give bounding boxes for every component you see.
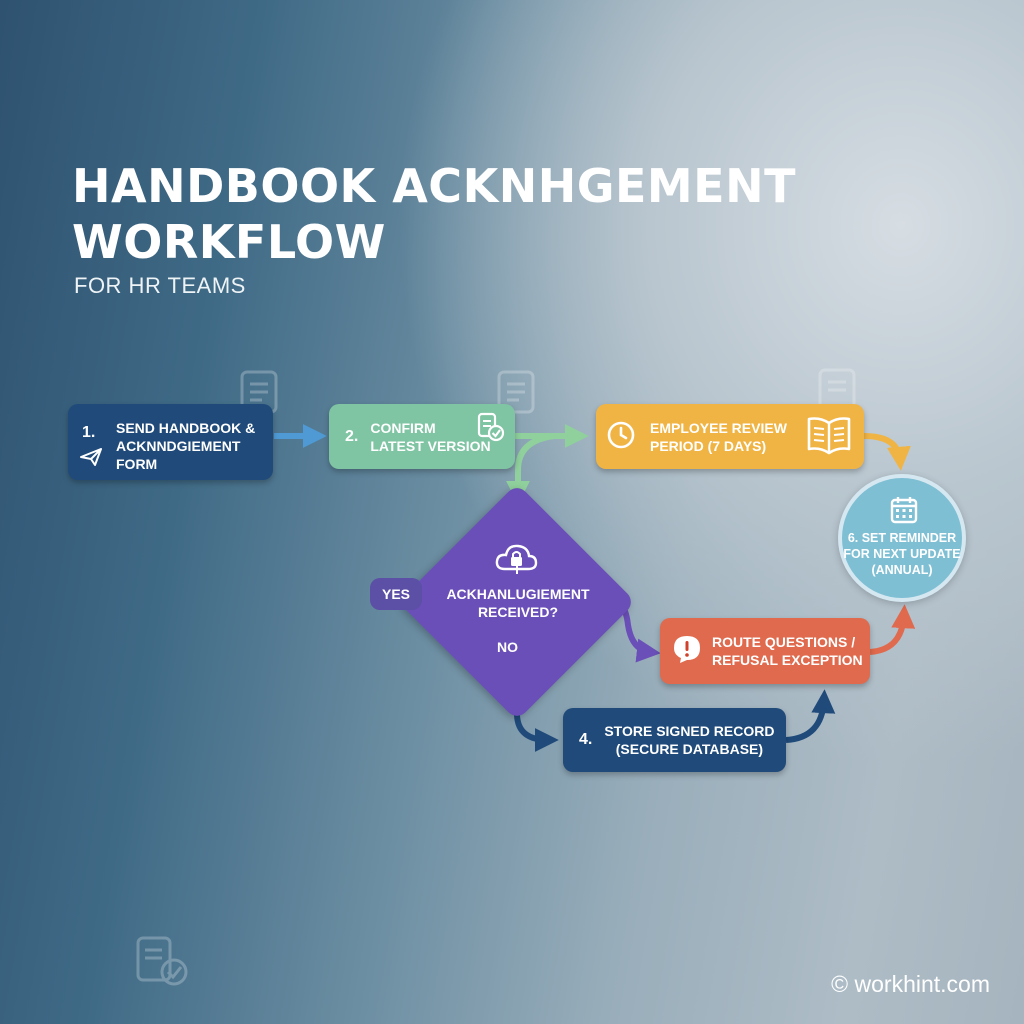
step-employee-review: EMPLOYEE REVIEW PERIOD (7 DAYS) xyxy=(596,404,864,469)
decision-yes-label: YES xyxy=(370,578,422,610)
step-set-reminder: 6. SET REMINDER FOR NEXT UPDATE (ANNUAL) xyxy=(838,474,966,602)
title-line-1: HANDBOOK ACKNHGEMENT xyxy=(72,159,796,213)
decision-no-label: NO xyxy=(497,639,518,655)
step-3-label: EMPLOYEE REVIEW PERIOD (7 DAYS) xyxy=(650,419,787,454)
page-title: HANDBOOK ACKNHGEMENT WORKFLOW xyxy=(72,158,796,270)
cloud-lock-icon xyxy=(494,541,538,582)
step-2-number: 2. xyxy=(345,427,359,445)
alert-bubble-icon xyxy=(672,634,702,668)
step-route-questions: ROUTE QUESTIONS / REFUSAL EXCEPTION xyxy=(660,618,870,684)
step-1-number: 1. xyxy=(82,424,96,441)
step-4-number: 4. xyxy=(579,731,593,748)
watermark: © workhint.com xyxy=(831,971,990,997)
open-book-icon xyxy=(806,415,852,459)
step-1-label: SEND HANDBOOK & ACKNNDGIEMENT FORM xyxy=(116,420,256,472)
decision-question: ACKHANLUGIEMENT RECEIVED? xyxy=(446,586,590,620)
title-line-2: WORKFLOW xyxy=(72,215,386,269)
step-6-label: 6. SET REMINDER FOR NEXT UPDATE (ANNUAL) xyxy=(843,531,961,577)
page-subtitle: FOR HR TEAMS xyxy=(74,273,246,298)
ghost-document-icon xyxy=(497,370,535,414)
step-5-label: ROUTE QUESTIONS / REFUSAL EXCEPTION xyxy=(712,634,863,668)
step-2-label: CONFIRM LATEST VERSION xyxy=(370,419,491,454)
calendar-icon xyxy=(890,496,918,528)
step-4-label: STORE SIGNED RECORD (SECURE DATABASE) xyxy=(604,723,775,757)
step-store-record: 4. STORE SIGNED RECORD (SECURE DATABASE) xyxy=(563,708,786,772)
ghost-document-check-icon xyxy=(136,936,188,986)
document-check-icon xyxy=(477,412,505,446)
step-confirm-version: 2. CONFIRM LATEST VERSION xyxy=(329,404,515,469)
paper-plane-icon xyxy=(80,448,102,470)
clock-icon xyxy=(606,420,636,454)
step-send-handbook: 1. SEND HANDBOOK & ACKNNDGIEMENT FORM xyxy=(68,404,273,480)
